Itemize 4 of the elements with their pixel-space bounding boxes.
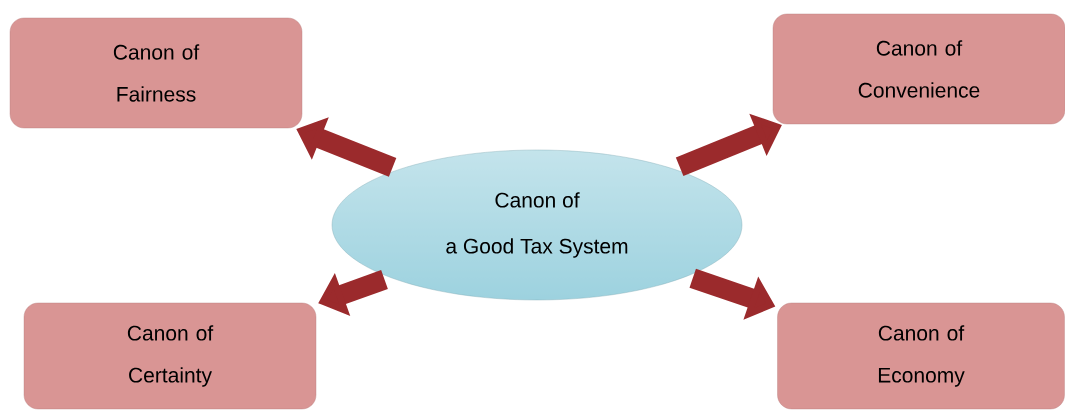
rounded-box: Canon of Economy: [777, 302, 1065, 410]
rounded-box: Canon of Convenience: [772, 13, 1065, 125]
rounded-box: Canon of Certainty: [23, 302, 317, 410]
rounded-box: Canon of Fairness: [9, 17, 303, 129]
